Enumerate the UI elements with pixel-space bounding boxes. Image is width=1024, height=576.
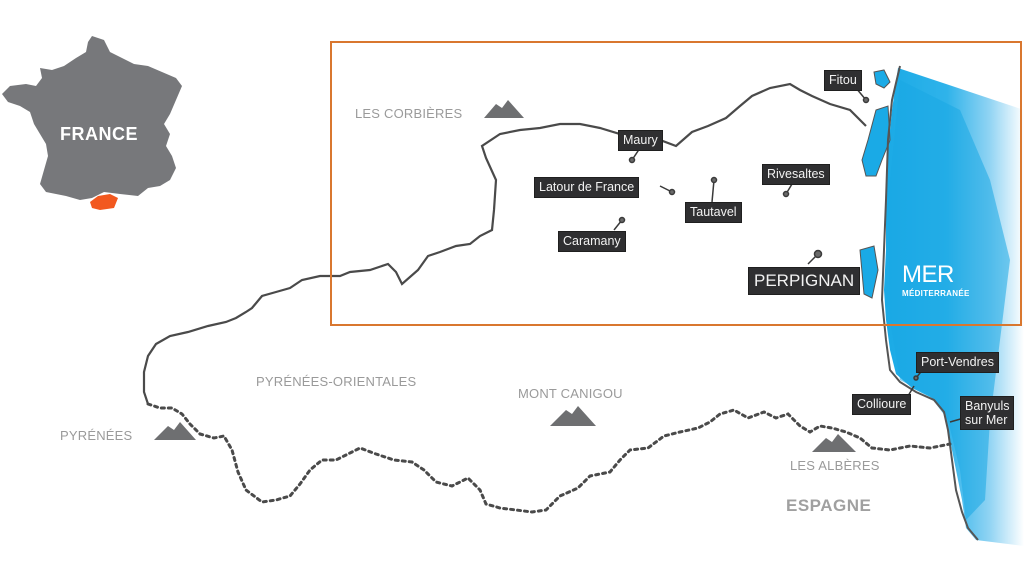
region-les-alberes: LES ALBÈRES [790,458,880,473]
spanish-border [146,402,952,514]
france-shape [2,36,182,200]
sea-subtitle: MÉDITERRANÉE [902,289,970,298]
town-fitou: Fitou [824,70,862,91]
region-les-corbieres: LES CORBIÈRES [355,106,463,121]
france-inset-map [2,36,182,210]
coastline [880,65,979,541]
town-port-vendres: Port-Vendres [916,352,999,373]
lagoon-canet [859,245,879,299]
country-espagne: ESPAGNE [786,496,872,515]
town-pointers [613,87,965,423]
town-perpignan: PERPIGNAN [748,267,861,295]
town-collioure: Collioure [852,394,912,415]
town-latour-de-france: Latour de France [534,177,640,198]
mountain-icon [550,406,596,426]
region-mont-canigou: MONT CANIGOU [518,386,623,401]
town-tautavel: Tautavel [685,202,742,223]
region-pyrenees-orientales: PYRÉNÉES-ORIENTALES [256,374,417,389]
sea-title: MER [902,261,954,288]
town-maury: Maury [618,130,663,151]
lagoon-lapalme [873,69,891,89]
town-banyuls-sur-mer: Banyuls sur Mer [960,396,1015,430]
mountain-icon [154,422,196,440]
region-pyrenees: PYRÉNÉES [60,428,133,443]
france-label: FRANCE [60,124,138,144]
town-banyuls-line2: sur Mer [965,413,1008,427]
zoom-frame [330,41,1022,326]
mountain-icon [812,434,856,452]
pyrenees-orientales-highlight [90,194,118,210]
town-banyuls-line1: Banyuls [965,399,1010,413]
town-caramany: Caramany [558,231,626,252]
department-border [142,82,867,405]
town-rivesaltes: Rivesaltes [762,164,830,185]
mountain-icon [484,100,524,118]
lagoon-leucate [861,105,891,177]
